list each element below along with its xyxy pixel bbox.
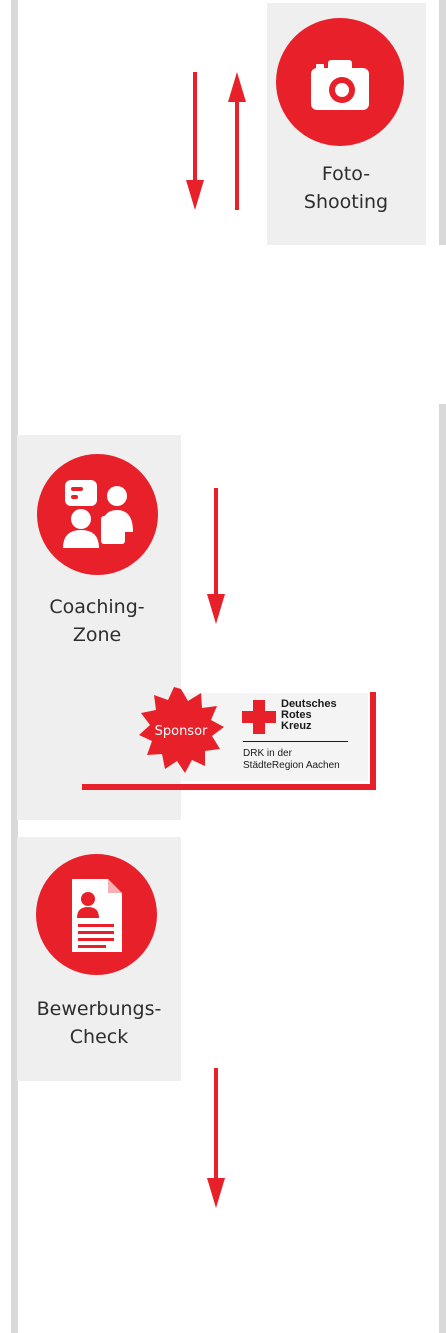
- foto-shooting-label: Foto- Shooting: [266, 160, 426, 216]
- drk-subtitle: DRK in der StädteRegion Aachen: [243, 748, 340, 772]
- arrow-down-3: [207, 1068, 225, 1208]
- drk-sub-line2: StädteRegion Aachen: [243, 760, 340, 771]
- right-border-line-bottom: [439, 404, 446, 1333]
- coaching-zone-icon-circle: [37, 454, 158, 575]
- coaching-label-line2: Zone: [72, 624, 122, 646]
- sponsor-badge-text: Sponsor: [154, 724, 208, 739]
- coaching-zone-label: Coaching- Zone: [17, 593, 177, 649]
- foto-label-line1: Foto-: [321, 163, 371, 185]
- coaching-label-line1: Coaching-: [49, 596, 145, 618]
- drk-org-line2: Rotes: [281, 709, 312, 721]
- bewerbungs-check-icon-circle: [36, 854, 157, 975]
- arrow-down-1: [186, 72, 204, 210]
- arrow-down-2: [207, 488, 225, 624]
- right-border-line-top: [439, 0, 446, 245]
- foto-shooting-icon-circle: [276, 18, 404, 146]
- sponsor-badge-starburst: [139, 687, 224, 773]
- arrow-up-1: [228, 72, 246, 210]
- coaching-people-icon: [63, 480, 133, 548]
- resume-document-icon: [72, 879, 122, 952]
- drk-org-name: Deutsches Rotes Kreuz: [281, 699, 337, 732]
- bewerbung-label-line1: Bewerbungs-: [36, 998, 162, 1020]
- bewerbung-label-line2: Check: [69, 1026, 129, 1048]
- camera-icon: [311, 60, 369, 110]
- drk-divider: [243, 741, 348, 742]
- drk-org-line3: Kreuz: [281, 720, 312, 732]
- sponsor-frame: [82, 692, 376, 790]
- left-border-line: [11, 0, 18, 1333]
- drk-org-line1: Deutsches: [281, 698, 337, 710]
- foto-label-line2: Shooting: [303, 191, 389, 213]
- drk-sub-line1: DRK in der: [243, 748, 292, 759]
- bewerbungs-check-label: Bewerbungs- Check: [19, 995, 179, 1051]
- red-cross-icon: [242, 700, 276, 734]
